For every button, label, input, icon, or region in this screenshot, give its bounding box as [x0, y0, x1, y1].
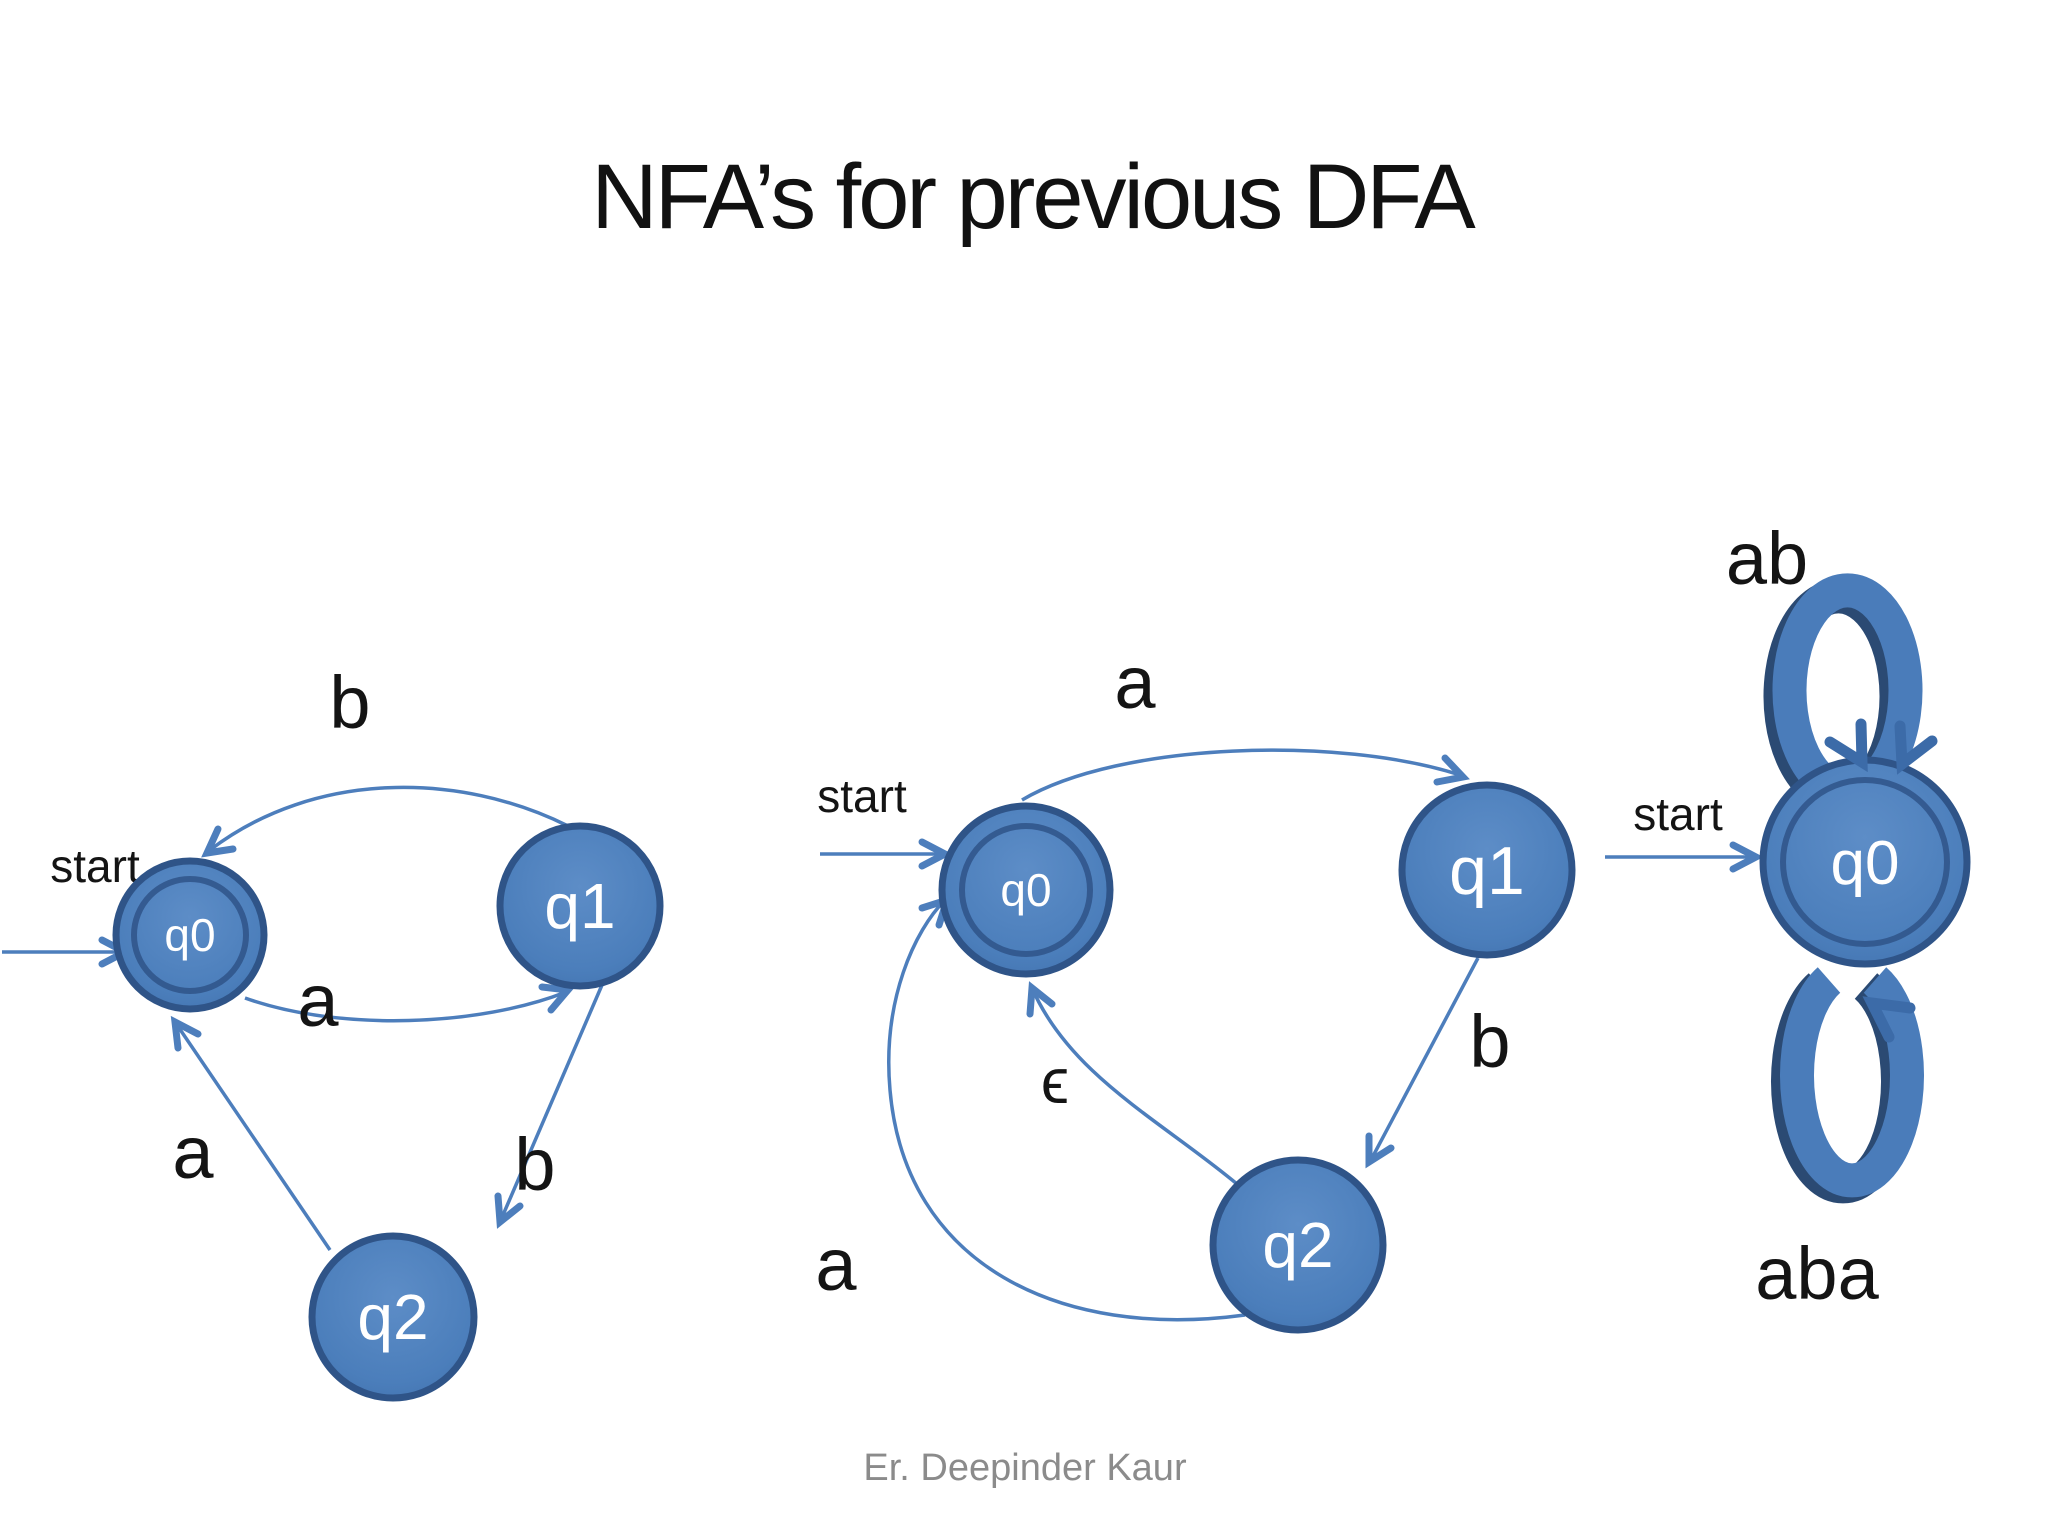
state-q0-left	[112, 857, 268, 1013]
transition-q2-q0-a-middle	[887, 898, 1246, 1322]
nfa-right: start q0 ab aba	[1605, 517, 1971, 1315]
state-q0-middle	[938, 802, 1114, 978]
state-q1-middle	[1398, 781, 1576, 959]
label-q2-q0-a-middle: a	[815, 1223, 857, 1306]
arrowhead-q2-q0-epsilon	[1026, 981, 1056, 1018]
transition-q0-q1-a-middle	[1021, 748, 1461, 802]
transition-q1-q0-b	[208, 785, 569, 852]
transition-q0-q1-a	[244, 990, 567, 1023]
transition-q2-q0-a	[173, 1021, 332, 1251]
start-label-middle: start	[817, 770, 907, 822]
arrowhead-loop-ab-left	[1824, 718, 1868, 773]
start-label-right: start	[1633, 788, 1723, 840]
transition-q1-q2-b-middle	[1370, 957, 1480, 1159]
transition-q1-q2-b	[498, 984, 604, 1223]
start-label-left: start	[50, 840, 140, 892]
arrowhead-q2-q0-a	[170, 1015, 202, 1052]
arrowhead-q0-q1-a-middle	[1433, 754, 1470, 786]
arrowhead-start-middle	[918, 838, 953, 870]
transition-q2-q0-epsilon	[1030, 987, 1239, 1186]
state-q0-left-label: q0	[164, 909, 215, 961]
self-loop-aba-band	[1780, 967, 1924, 1198]
label-q1-q2-b-middle: b	[1469, 1000, 1510, 1083]
state-q0-left-accept-ring	[131, 876, 249, 994]
arrowhead-start-right	[1729, 841, 1764, 873]
state-q0-middle-accept-ring	[959, 823, 1093, 957]
nfa-left: start b a a b q0 q1 q2	[2, 661, 664, 1402]
state-q0-right-accept-ring	[1780, 777, 1950, 947]
state-q1-middle-label: q1	[1449, 833, 1525, 909]
nfa-middle: start a b ϵ a q0 q1 q2	[815, 641, 1576, 1334]
state-q1-left-label: q1	[544, 870, 615, 942]
self-loop-aba	[1771, 967, 1924, 1204]
state-q0-right-label: q0	[1831, 829, 1900, 898]
state-q1-left	[496, 822, 664, 990]
arrowhead-loop-ab-right	[1894, 720, 1938, 775]
arrowhead-q1-q0-b	[201, 825, 237, 858]
label-q2-q0-a: a	[172, 1111, 214, 1194]
label-loop-aba: aba	[1755, 1232, 1879, 1315]
label-loop-ab: ab	[1726, 517, 1808, 600]
arrowhead-q1-q2-b-middle	[1365, 1132, 1395, 1169]
label-q1-q0-b: b	[329, 661, 370, 744]
self-loop-ab-band	[1772, 573, 1923, 795]
label-q1-q2-b: b	[514, 1123, 555, 1206]
arrowhead-q1-q2-b	[494, 1192, 524, 1229]
label-q2-q0-epsilon: ϵ	[1041, 1045, 1069, 1117]
self-loop-ab	[1763, 573, 1923, 801]
label-q0-q1-a: a	[297, 959, 339, 1042]
arrowhead-q0-q1-a	[538, 983, 575, 1014]
slide-title: NFA’s for previous DFA	[591, 146, 1476, 248]
state-q2-middle-label: q2	[1262, 1209, 1333, 1281]
label-q0-q1-a-middle: a	[1114, 641, 1156, 724]
arrowhead-loop-aba	[1862, 996, 1916, 1043]
state-q2-left	[308, 1232, 478, 1402]
state-q2-left-label: q2	[357, 1281, 428, 1353]
state-q0-middle-label: q0	[1000, 864, 1051, 916]
state-q2-middle	[1209, 1156, 1387, 1334]
slide-footer: Er. Deepinder Kaur	[863, 1447, 1187, 1489]
